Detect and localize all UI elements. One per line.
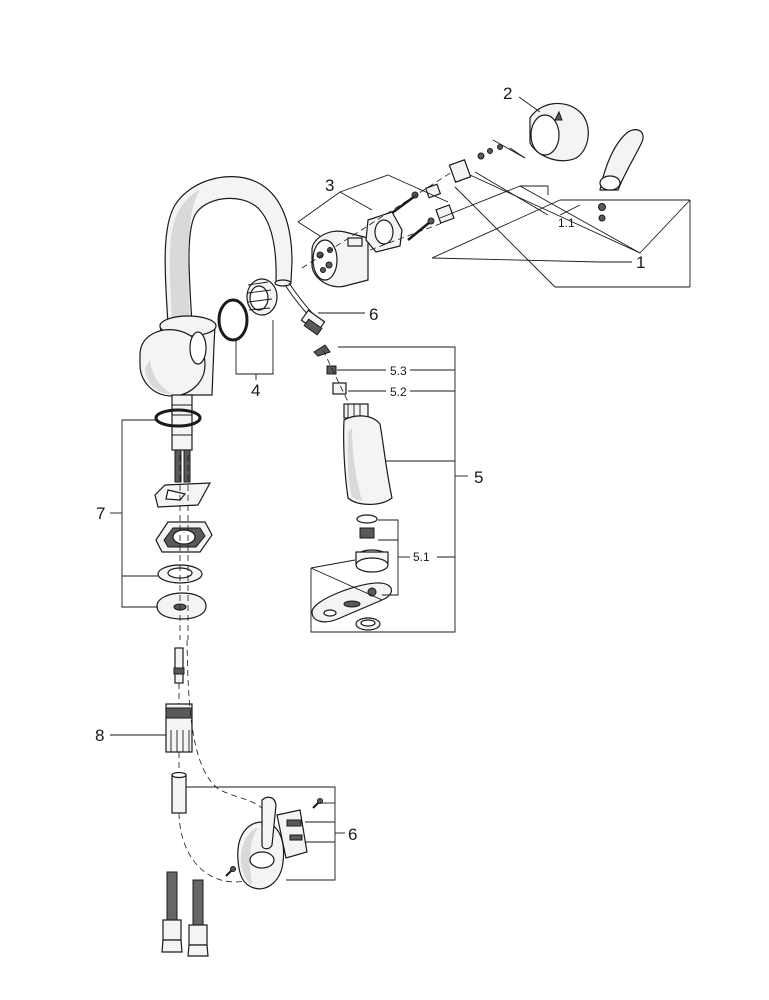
label-5-1: 5.1 — [413, 550, 430, 564]
label-1-1: 1.1 — [558, 216, 575, 230]
label-5: 5 — [474, 468, 483, 487]
cartridge — [311, 230, 369, 288]
handle-lever — [598, 129, 644, 222]
handle-adapter — [424, 144, 503, 224]
hose-connector — [300, 309, 326, 336]
o-ring — [217, 298, 249, 342]
nut — [246, 278, 278, 316]
faucet-body — [139, 176, 293, 483]
fixing-nut — [156, 592, 207, 620]
washer — [157, 564, 203, 584]
fixing-plate — [155, 521, 213, 553]
lower-pipe — [171, 771, 187, 814]
label-5-2: 5.2 — [390, 385, 407, 399]
leader-lines — [110, 96, 691, 881]
supply-hose-right — [187, 879, 209, 957]
cartridge-holder — [365, 211, 403, 253]
label-8: 8 — [95, 726, 104, 745]
label-6-upper: 6 — [369, 305, 378, 324]
label-5-3: 5.3 — [390, 364, 407, 378]
bracket-screws — [225, 798, 323, 877]
weight-bracket — [276, 809, 308, 859]
mounting-seal — [154, 408, 202, 428]
handle-cap — [529, 102, 589, 162]
support-plate — [154, 482, 212, 508]
callout-labels: 1 1.1 2 3 4 5 5.1 5.2 5.3 6 6 7 8 — [95, 84, 645, 844]
spray-head — [343, 403, 393, 505]
label-3: 3 — [325, 176, 334, 195]
supply-hose-left — [161, 871, 183, 953]
aerator-parts — [311, 514, 393, 631]
cartridge-screws — [391, 191, 435, 241]
spray-head-small-parts — [313, 344, 353, 411]
label-4: 4 — [251, 381, 260, 400]
hose-end-fitting — [173, 647, 185, 684]
quick-connector — [165, 703, 193, 753]
label-6-lower: 6 — [348, 825, 357, 844]
label-7: 7 — [96, 504, 105, 523]
hose-weight — [237, 796, 285, 890]
label-1: 1 — [636, 253, 645, 272]
label-2: 2 — [503, 84, 512, 103]
